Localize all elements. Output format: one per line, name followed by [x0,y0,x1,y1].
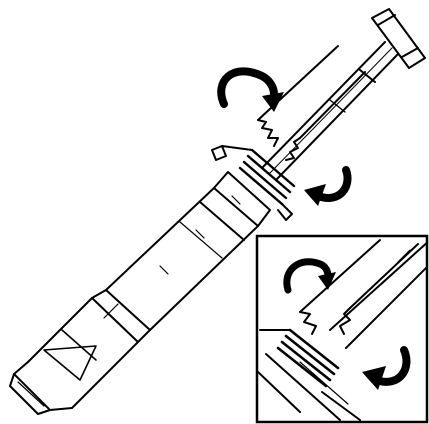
needle-cap [9,289,151,415]
syringe-icon [9,8,426,415]
magnified-detail-inset [255,234,429,424]
inset-rotate-counterclockwise-arrow-icon [283,258,336,294]
syringe-barrel [105,171,271,331]
luer-connector [211,145,296,221]
rotate-counterclockwise-arrow-icon [217,67,284,112]
inset-rotate-clockwise-arrow-icon [362,346,411,390]
plunger-flange [371,8,426,69]
plunger-rod [261,41,399,181]
rotate-clockwise-arrow-icon [304,166,352,206]
